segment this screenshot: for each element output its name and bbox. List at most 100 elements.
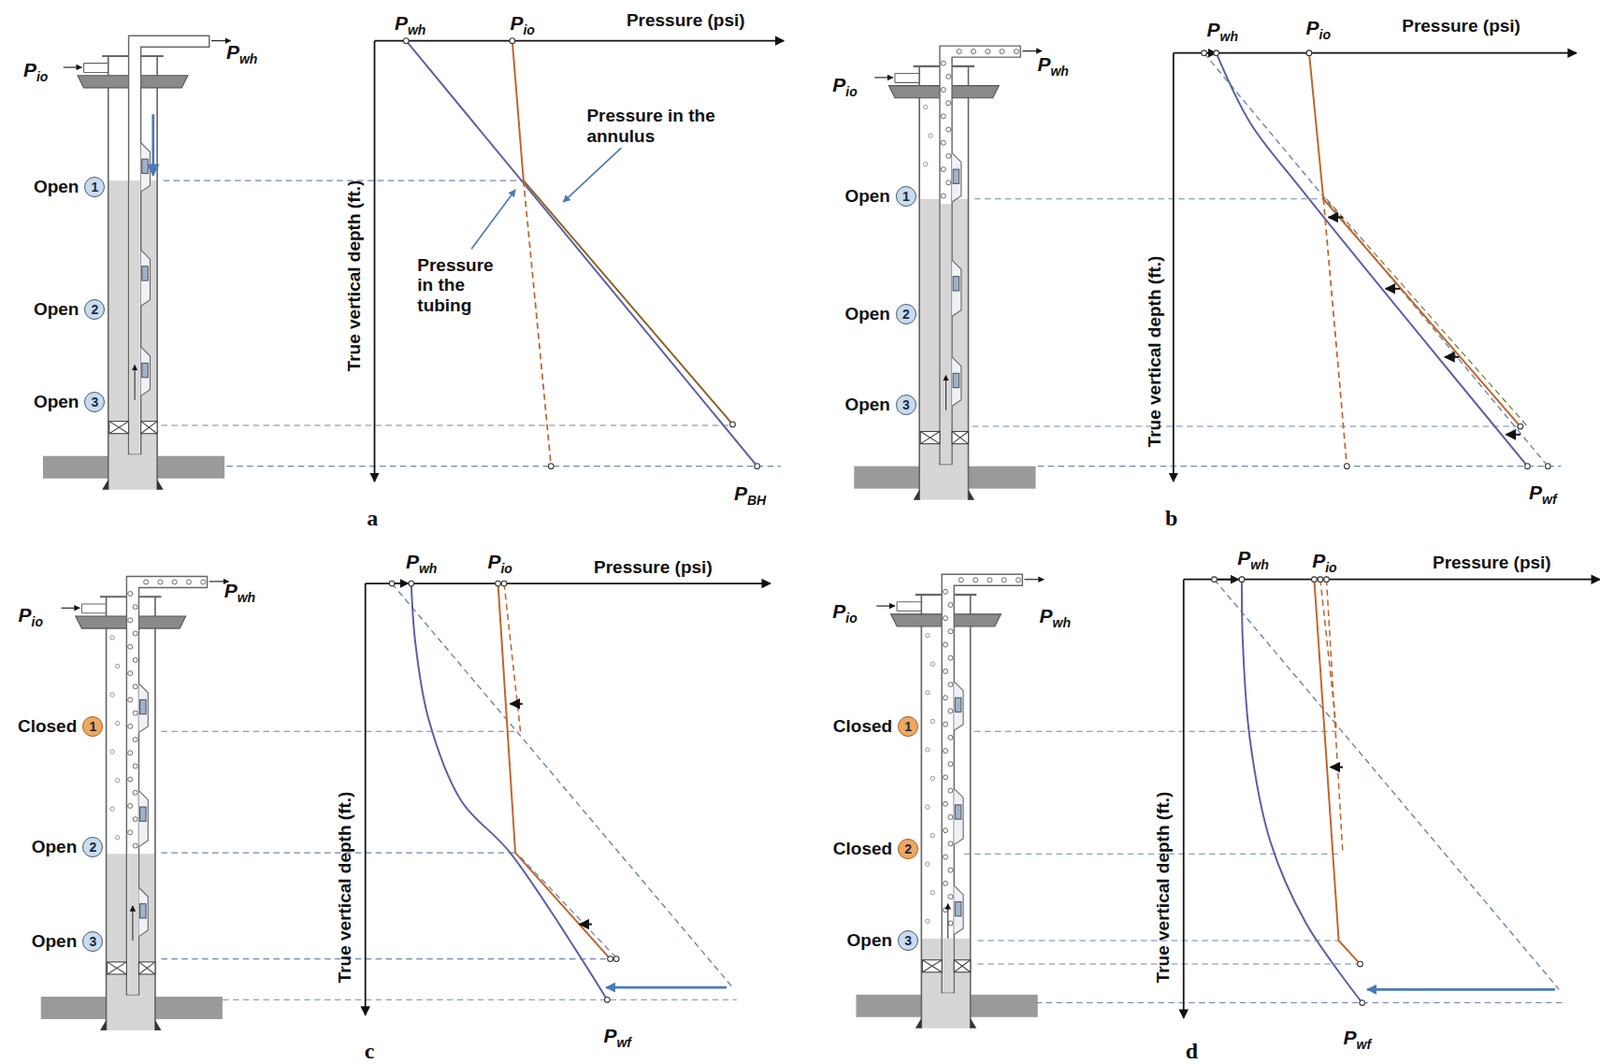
depth-axis (1182, 579, 1185, 1019)
data-point (547, 463, 554, 470)
pressure-symbol: Pwh (224, 578, 256, 605)
annulus-pressure (512, 41, 734, 425)
valve-callout: Open3 (844, 394, 917, 416)
well-schematic (853, 45, 1042, 501)
valve-status: Open (31, 836, 78, 858)
gas-lift-mandrel (141, 346, 151, 396)
well-schematic (43, 35, 231, 491)
gas-lift-mandrel (953, 681, 964, 731)
callout-number: 2 (895, 303, 917, 325)
tubing (126, 576, 207, 995)
callout-number: 3 (84, 391, 105, 413)
depth-axis (1172, 53, 1175, 482)
data-point (1517, 423, 1524, 430)
tubing-pressure (1241, 579, 1363, 1004)
tubing (941, 574, 1023, 993)
initial-tubing-pressure (1204, 53, 1549, 467)
annulus-previous (504, 583, 520, 732)
depth-axis (364, 583, 367, 1016)
callout-number: 1 (84, 176, 105, 198)
well-schematic (41, 576, 230, 1031)
data-point (1525, 463, 1531, 470)
panel-letter: c (364, 1037, 375, 1064)
axis-title: Pressure (psi) (1432, 552, 1552, 574)
annotation: Pressure in the tubing (414, 254, 508, 318)
valve-callout: Closed2 (833, 838, 919, 860)
pressure-symbol: Pwh (1039, 605, 1071, 631)
panel-letter: a (366, 505, 378, 532)
valve-status: Closed (17, 716, 77, 737)
tubing-pressure (405, 41, 757, 467)
data-point (1357, 961, 1364, 967)
pressure-symbol: Pwh (226, 40, 258, 66)
annulus-previous (520, 857, 619, 960)
valve-callout: Open2 (844, 303, 917, 325)
data-point (403, 38, 410, 44)
annulus-fluid (108, 180, 158, 491)
valve-status: Open (844, 303, 891, 325)
axis-title: Pressure (psi) (593, 557, 713, 578)
valve-status: Open (33, 299, 80, 320)
callout-number: 1 (897, 716, 919, 737)
annulus-extension (523, 180, 551, 467)
annulus-pressure (523, 180, 734, 425)
data-point (613, 956, 620, 963)
gas-lift-mandrel (141, 249, 151, 306)
annulus-pressure (1309, 53, 1521, 427)
depth-guide (1037, 465, 1562, 467)
pressure-symbol: Pio (1311, 549, 1337, 576)
annulus-pressure (498, 583, 611, 960)
pressure-symbol: Pio (832, 72, 857, 99)
axis-title: True vertical depth (ft.) (1144, 256, 1166, 448)
pressure-symbol: Pio (509, 12, 534, 38)
gas-lift-mandrel (138, 683, 148, 733)
shift-arrow (1217, 578, 1240, 581)
pressure-symbol: PBH (734, 482, 766, 508)
shift-arrow (1506, 433, 1521, 436)
axis-title: True vertical depth (ft.) (344, 179, 365, 372)
data-point (495, 580, 502, 587)
valve-status: Closed (833, 838, 893, 860)
drawdown-arrow (1367, 988, 1556, 992)
tubing (939, 45, 1021, 464)
annulus-fluid (921, 938, 970, 1029)
pressure-symbol: Pwh (1207, 17, 1239, 44)
pressure-symbol: Pio (832, 599, 857, 625)
leader (562, 144, 624, 202)
valve-status: Open (33, 176, 80, 198)
charts (160, 38, 1600, 1019)
valve-status: Open (847, 930, 894, 952)
data-point (1311, 576, 1318, 583)
annulus-fluid (919, 199, 968, 501)
pressure-symbol: Pio (1306, 15, 1331, 42)
callout-number: 3 (897, 930, 919, 952)
data-point (1317, 576, 1324, 583)
data-point (1213, 50, 1220, 57)
annulus-pressure (1313, 579, 1360, 965)
depth-guide (222, 999, 737, 1001)
valve-status: Closed (833, 716, 893, 737)
valve-callout: Open3 (31, 931, 104, 952)
depth-guide (1036, 1002, 1567, 1004)
data-point (509, 38, 516, 44)
data-point (1211, 576, 1218, 583)
valve-status: Open (844, 394, 891, 416)
axis-title: True vertical depth (ft.) (334, 792, 356, 984)
depth-guide (972, 426, 1521, 428)
annulus-fluid (106, 853, 156, 1031)
pressure-symbol: Pwf (1528, 481, 1557, 507)
callout-number: 3 (895, 394, 917, 416)
valve-callout: Closed1 (17, 716, 103, 737)
valve-callout: Open2 (33, 299, 106, 320)
pressure-symbol: Pwh (405, 550, 437, 577)
depth-guide (160, 958, 612, 960)
data-point (408, 580, 415, 587)
gas-lift-mandrel (951, 153, 962, 202)
valve-callout: Open1 (33, 176, 106, 198)
gas-lift-mandrel (951, 357, 962, 406)
valve-callout: Open1 (844, 186, 917, 207)
valve-callout: Open3 (33, 391, 106, 413)
axis-title: True vertical depth (ft.) (1153, 792, 1174, 984)
data-point (1544, 463, 1551, 470)
data-point (604, 996, 610, 1003)
